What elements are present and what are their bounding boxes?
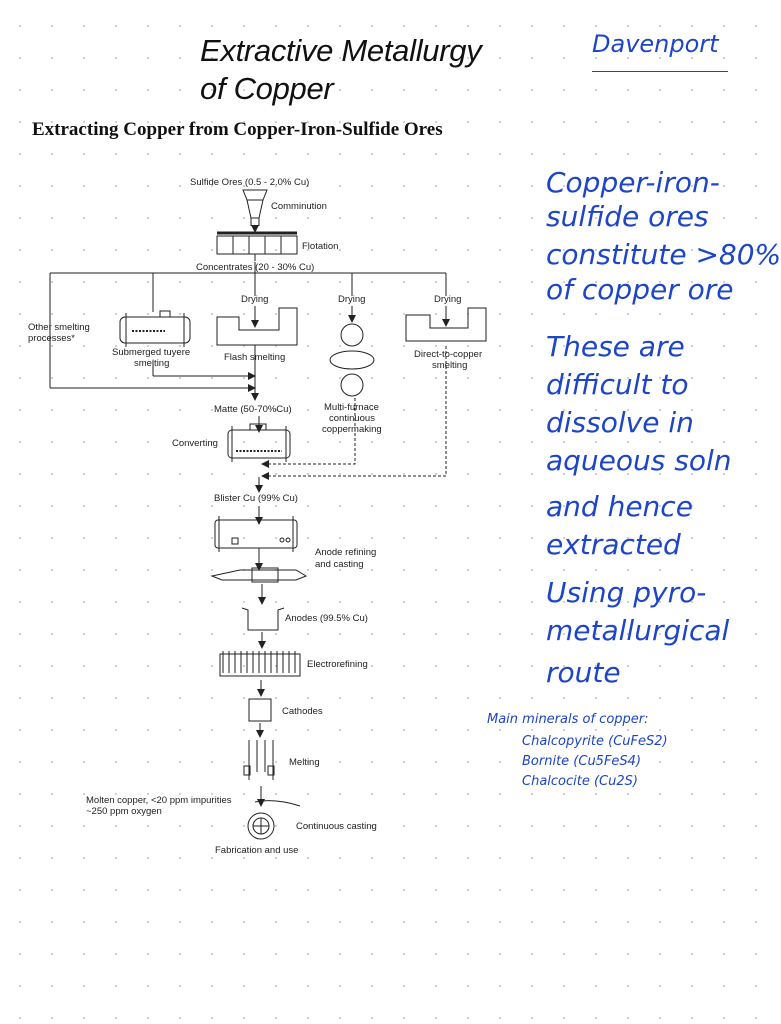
handwritten-note-line: of copper ore [546,273,734,306]
cathode-icon [248,698,272,722]
mineral-item: Chalcocite (Cu2S) [522,774,638,789]
melting-furnace-icon [243,740,275,780]
minerals-heading: Main minerals of copper: [487,712,649,727]
title-line-1: Extractive Metallurgy [200,33,482,68]
handwritten-note-line: and hence [546,490,693,523]
melting-label: Melting [289,757,320,768]
casting-wheel-icon [210,567,308,583]
drying-label-1: Drying [241,294,268,305]
multi-furnace-label-3: coppermaking [322,424,382,435]
molten-copper-label-2: ~250 ppm oxygen [86,806,162,817]
mineral-item: Bornite (Cu5FeS4) [522,754,642,769]
flotation-cells-icon [216,231,298,255]
electrorefining-tank-icon [219,651,301,677]
submerged-tuyere-label-2: smelting [134,358,169,369]
anode-refining-label-1: Anode refining [315,547,376,558]
multi-furnace-label-2: continuous [329,413,375,424]
handwritten-note-line: Using pyro- [546,576,707,609]
handwritten-note-line: dissolve in [546,406,694,439]
handwritten-note-line: These are [546,330,685,363]
handwritten-note-line: route [546,656,621,689]
anode-furnace-icon [214,516,298,552]
other-smelting-label-1: Other smelting [28,322,90,333]
comminution-label: Comminution [271,201,327,212]
concentrates-label: Concentrates (20 - 30% Cu) [196,262,314,273]
anode-refining-label-2: and casting [315,559,364,570]
direct-to-copper-label-1: Direct-to-copper [414,349,482,360]
continuous-casting-wheel-icon [247,812,275,840]
author-note: Davenport [592,30,719,58]
flotation-label: Flotation [302,241,338,252]
multi-furnace-icon [329,323,375,397]
direct-to-copper-label-2: smelting [432,360,467,371]
mineral-item: Chalcopyrite (CuFeS2) [522,734,668,749]
sulfide-ores-label: Sulfide Ores (0.5 - 2.0% Cu) [190,177,309,188]
handwritten-note-line: extracted [546,528,681,561]
flash-furnace-icon [216,307,298,346]
molten-copper-label-1: Molten copper, <20 ppm impurities [86,795,232,806]
continuous-casting-label: Continuous casting [296,821,377,832]
drying-label-2: Drying [338,294,365,305]
handwritten-note-line: constitute >80% [546,238,781,271]
handwritten-note-line: aqueous soln [546,444,732,477]
matte-label: Matte (50-70%Cu) [214,404,292,415]
page-title: Extractive Metallurgy of Copper [200,32,482,108]
drying-label-3: Drying [434,294,461,305]
blister-label: Blister Cu (99% Cu) [214,493,298,504]
anodes-label: Anodes (99.5% Cu) [285,613,368,624]
fabrication-label: Fabrication and use [215,845,298,856]
handwritten-note-line: difficult to [546,368,689,401]
handwritten-note-line: Copper-iron- [546,166,720,199]
other-smelting-label-2: processes* [28,333,75,344]
flash-smelting-label: Flash smelting [224,352,285,363]
cathodes-label: Cathodes [282,706,323,717]
direct-to-copper-furnace-icon [405,307,487,342]
handwritten-note-line: metallurgical [546,614,730,647]
multi-furnace-label-1: Multi-furnace [324,402,379,413]
author-underline [592,71,728,72]
submerged-tuyere-furnace-icon [119,310,191,347]
subtitle: Extracting Copper from Copper-Iron-Sulfi… [32,119,443,140]
handwritten-note-line: sulfide ores [546,200,709,233]
anode-icon [241,607,285,631]
electrorefining-label: Electrorefining [307,659,368,670]
submerged-tuyere-label-1: Submerged tuyere [112,347,190,358]
crusher-icon [242,189,268,226]
title-line-2: of Copper [200,71,334,106]
converting-label: Converting [172,438,218,449]
